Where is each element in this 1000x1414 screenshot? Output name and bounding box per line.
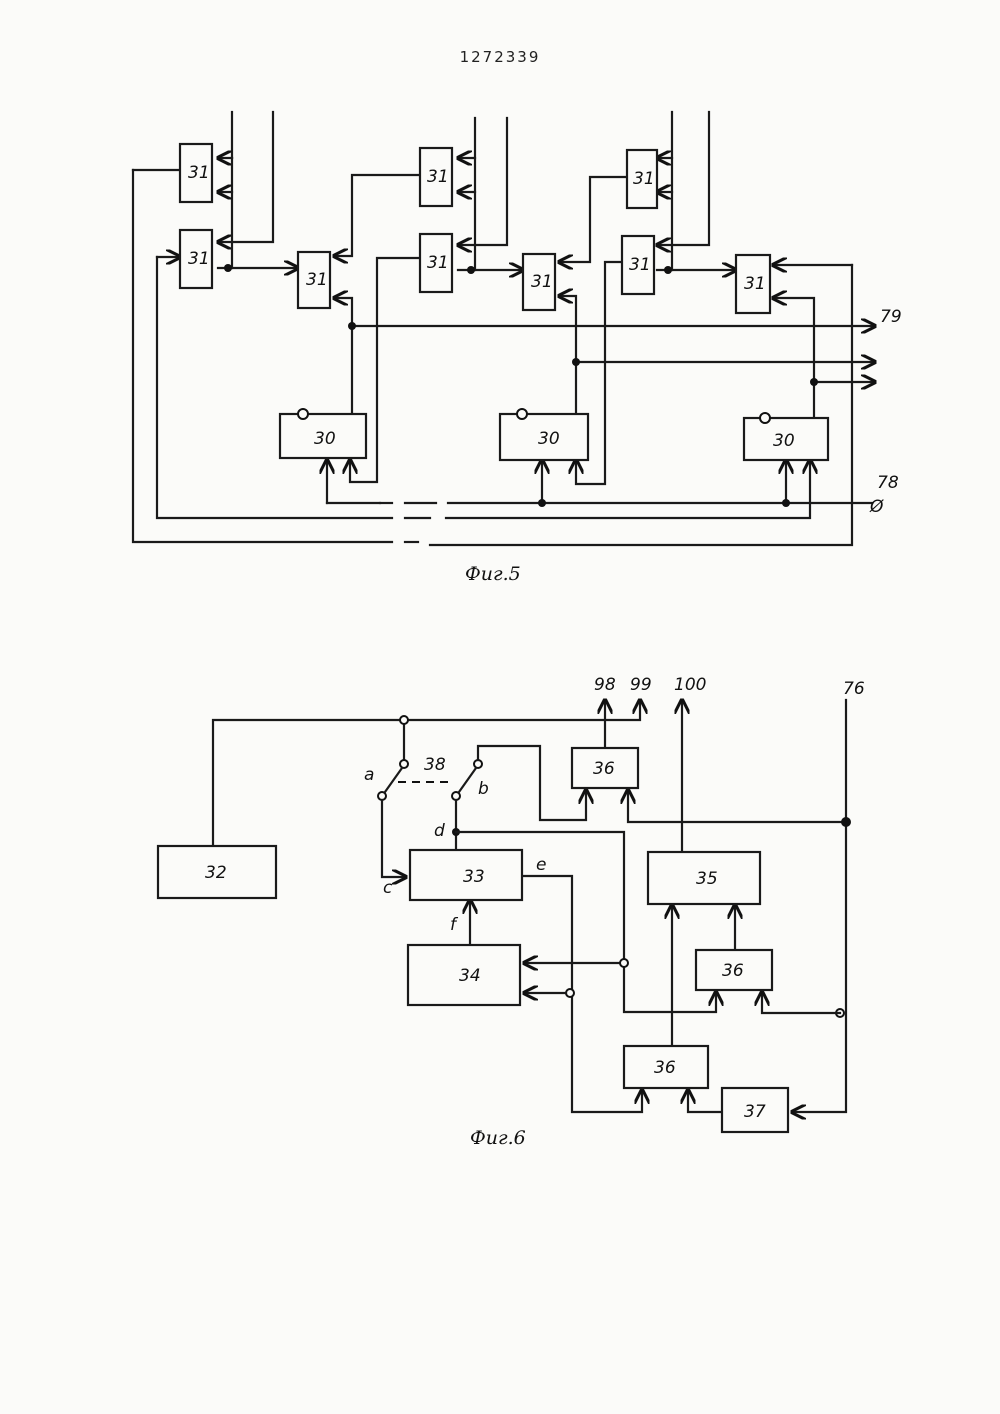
junction-dot xyxy=(467,266,475,274)
block-31: 31 xyxy=(622,236,654,294)
block-31: 31 xyxy=(627,150,657,208)
figure-6: 32 33 34 35 36 36 36 37 98 99 100 76 38 … xyxy=(158,675,865,1149)
figure-6-caption: Фиг.6 xyxy=(470,1127,526,1149)
bus-line xyxy=(157,257,392,518)
block-30: 30 xyxy=(500,409,588,460)
svg-text:33: 33 xyxy=(463,867,485,887)
signal-line xyxy=(628,790,846,822)
signal-line xyxy=(773,298,814,382)
input-line-76 xyxy=(792,700,846,1112)
svg-text:31: 31 xyxy=(531,272,553,292)
svg-text:36: 36 xyxy=(722,961,744,981)
svg-text:31: 31 xyxy=(629,255,651,275)
block-31: 31 xyxy=(523,254,555,310)
output-label-99: 99 xyxy=(630,675,652,695)
block-37: 37 xyxy=(722,1088,788,1132)
svg-text:30: 30 xyxy=(314,429,336,449)
terminal-e: e xyxy=(536,855,546,875)
output-label-78: 78 xyxy=(877,473,899,493)
terminal-symbol: Ø xyxy=(869,497,884,517)
block-34: 34 xyxy=(408,945,520,1005)
block-31: 31 xyxy=(298,252,330,308)
svg-text:30: 30 xyxy=(538,429,560,449)
switch-lever-b xyxy=(459,768,476,792)
signal-line xyxy=(559,296,576,362)
junction-dot xyxy=(572,358,580,366)
block-31: 31 xyxy=(736,255,770,313)
figure-5: 31 31 31 31 31 31 31 31 31 30 30 xyxy=(133,112,902,585)
block-36: 36 xyxy=(624,1046,708,1088)
block-32: 32 xyxy=(158,846,276,898)
junction-dot xyxy=(810,378,818,386)
bus-line xyxy=(458,118,475,158)
block-31: 31 xyxy=(420,148,452,206)
block-30: 30 xyxy=(744,413,828,460)
bus-line xyxy=(657,112,709,245)
junction-dot xyxy=(782,499,790,507)
switch-lever-a xyxy=(385,768,402,792)
bus-line xyxy=(133,170,392,542)
block-31: 31 xyxy=(180,144,212,202)
figure-5-caption: Фиг.5 xyxy=(465,563,521,585)
junction-dot xyxy=(664,266,672,274)
switch-contact xyxy=(400,760,408,768)
signal-line xyxy=(334,298,352,326)
bus-line xyxy=(657,112,672,158)
block-30: 30 xyxy=(280,409,366,458)
svg-text:31: 31 xyxy=(427,253,449,273)
junction-dot xyxy=(566,989,574,997)
svg-text:31: 31 xyxy=(744,274,766,294)
block-33: 33 xyxy=(410,850,522,900)
block-31: 31 xyxy=(420,234,452,292)
terminal-c: c xyxy=(383,878,393,898)
svg-text:36: 36 xyxy=(654,1058,676,1078)
input-label-76: 76 xyxy=(843,679,865,699)
signal-line xyxy=(334,175,420,256)
signal-line xyxy=(478,746,586,820)
svg-text:31: 31 xyxy=(188,249,210,269)
output-label-98: 98 xyxy=(594,675,616,695)
output-label-100: 100 xyxy=(674,675,706,695)
block-36: 36 xyxy=(696,950,772,990)
block-31: 31 xyxy=(180,230,212,288)
svg-text:34: 34 xyxy=(459,966,481,986)
terminal-d: d xyxy=(434,821,445,841)
terminal-a: a xyxy=(364,765,374,785)
terminal-f: f xyxy=(450,915,459,935)
junction-dot xyxy=(400,716,408,724)
bus-line xyxy=(446,460,810,518)
junction-dot xyxy=(841,817,851,827)
junction-dot xyxy=(538,499,546,507)
svg-text:36: 36 xyxy=(593,759,615,779)
signal-line xyxy=(688,1090,722,1112)
svg-text:35: 35 xyxy=(696,869,718,889)
svg-text:37: 37 xyxy=(744,1102,766,1122)
signal-line xyxy=(382,800,406,877)
signal-line xyxy=(559,177,627,262)
block-35: 35 xyxy=(648,852,760,904)
signal-line xyxy=(762,992,840,1013)
bus-line xyxy=(458,118,507,245)
output-label-79: 79 xyxy=(880,307,902,327)
bus-line xyxy=(218,112,273,242)
svg-text:31: 31 xyxy=(306,270,328,290)
svg-text:31: 31 xyxy=(427,167,449,187)
svg-text:32: 32 xyxy=(205,863,227,883)
junction-dot xyxy=(224,264,232,272)
junction-dot xyxy=(348,322,356,330)
terminal-b: b xyxy=(478,779,489,799)
junction-dot xyxy=(620,959,628,967)
block-36: 36 xyxy=(572,748,638,788)
svg-text:30: 30 xyxy=(773,431,795,451)
switch-label-38: 38 xyxy=(424,755,446,775)
svg-text:31: 31 xyxy=(188,163,210,183)
svg-text:31: 31 xyxy=(633,169,655,189)
switch-contact xyxy=(474,760,482,768)
